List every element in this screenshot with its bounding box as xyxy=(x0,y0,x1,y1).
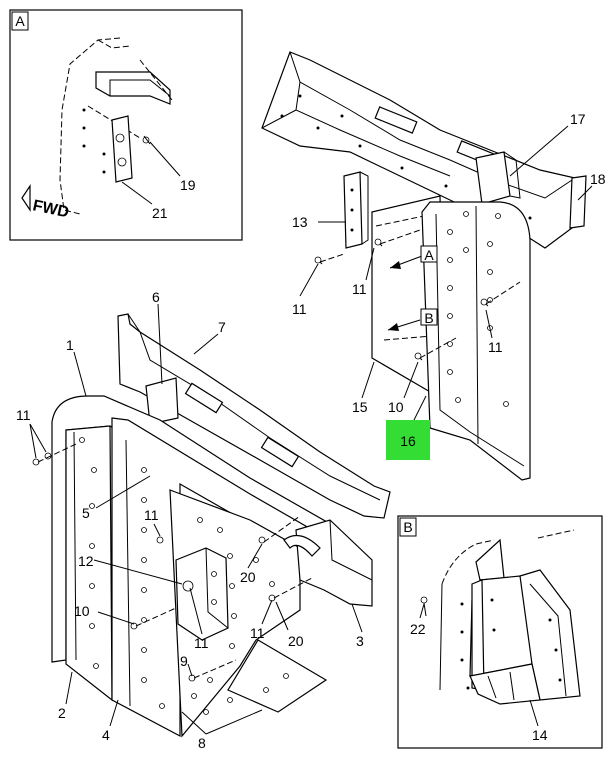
callout-14: 14 xyxy=(532,727,548,743)
callout-6: 6 xyxy=(152,289,160,305)
callout-10b: 10 xyxy=(74,603,90,619)
callout-19: 19 xyxy=(180,177,196,193)
callout-16: 16 xyxy=(400,433,416,449)
callout-2: 2 xyxy=(58,705,66,721)
view-ref-b-box xyxy=(420,308,438,326)
view-ref-a: A xyxy=(424,247,434,263)
callout-22: 22 xyxy=(410,621,426,637)
callout-11f: 11 xyxy=(194,635,209,651)
callout-1: 1 xyxy=(66,337,74,353)
callout-9: 9 xyxy=(180,653,188,669)
view-ref-b: B xyxy=(424,310,433,326)
callout-10a: 10 xyxy=(388,399,404,415)
upper-assembly: A B xyxy=(261,51,593,481)
callout-17: 17 xyxy=(570,111,586,127)
callout-11g: 11 xyxy=(250,625,265,641)
callout-13: 13 xyxy=(292,214,308,230)
detail-b: B 22 14 xyxy=(397,515,603,749)
callout-20a: 20 xyxy=(240,569,256,585)
detail-b-label-box xyxy=(399,517,417,537)
detail-b-label: B xyxy=(403,519,412,535)
callout-4: 4 xyxy=(102,727,110,743)
main-assembly xyxy=(29,303,391,738)
detail-a: A 19 21 FWD xyxy=(9,9,243,241)
view-ref-a-box xyxy=(420,245,438,263)
callout-3: 3 xyxy=(356,633,364,649)
callout-20b: 20 xyxy=(288,633,304,649)
detail-a-label: A xyxy=(15,13,25,29)
callout-15: 15 xyxy=(352,399,368,415)
callout-16-highlight xyxy=(386,420,430,460)
callout-5: 5 xyxy=(82,505,90,521)
callout-7: 7 xyxy=(218,319,226,335)
callout-12: 12 xyxy=(78,553,94,569)
callout-21: 21 xyxy=(152,205,168,221)
detail-a-label-box xyxy=(11,11,29,31)
callout-8: 8 xyxy=(198,735,206,751)
callout-11c: 11 xyxy=(292,301,307,317)
callout-11a: 11 xyxy=(16,407,31,423)
callout-11d: 11 xyxy=(352,281,367,297)
callout-11e: 11 xyxy=(488,339,503,355)
callout-11b: 11 xyxy=(144,507,159,523)
callout-18: 18 xyxy=(590,171,606,187)
